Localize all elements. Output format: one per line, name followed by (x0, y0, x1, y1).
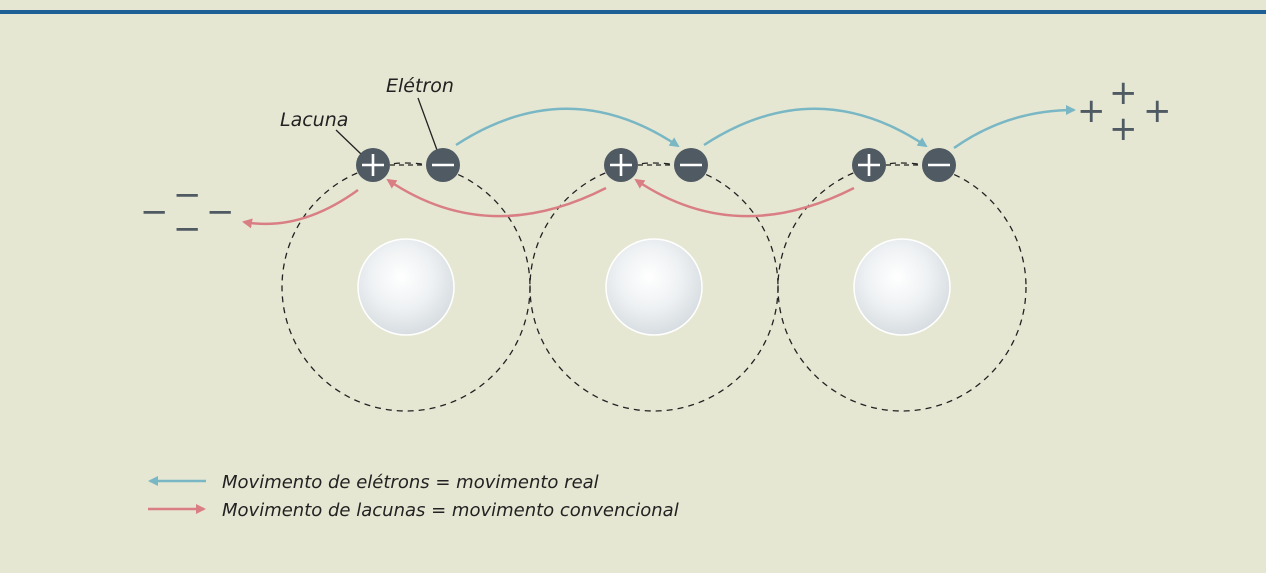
legend-electron-row: Movimento de elétrons = movimento real (148, 472, 599, 493)
electron-1 (426, 148, 460, 182)
label-pointers (335, 97, 438, 155)
hole-arrows (242, 178, 855, 229)
nucleus-2 (605, 238, 703, 336)
plus-sign-1: + (1077, 91, 1106, 131)
hole-arrow-3 (634, 178, 855, 218)
orbits (281, 162, 1027, 412)
plus-sign-2: + (1109, 73, 1138, 113)
minus-sign-3: − (173, 209, 202, 249)
minus-sign-2: − (173, 175, 202, 215)
negative-charges: − − − − (140, 175, 235, 249)
electron-arrow-1 (455, 107, 680, 148)
plus-sign-4: + (1143, 91, 1172, 131)
electron-label-pointer (417, 97, 438, 151)
electrons (426, 148, 956, 182)
hole-3 (852, 148, 886, 182)
nuclei (357, 238, 951, 336)
nucleus-1 (357, 238, 455, 336)
electron-3 (922, 148, 956, 182)
electron-arrows (455, 105, 1076, 150)
electron-arrow-2 (703, 107, 928, 148)
legend: Movimento de elétrons = movimento real M… (148, 472, 679, 521)
electron-arrow-3 (953, 105, 1076, 150)
minus-sign-4: − (206, 192, 235, 232)
legend-hole-text: Movimento de lacunas = movimento convenc… (222, 500, 679, 521)
minus-sign-1: − (140, 192, 169, 232)
hole-arrow-1 (242, 188, 359, 229)
plus-sign-3: + (1109, 109, 1138, 149)
orbit-3 (777, 162, 1027, 412)
hole-2 (604, 148, 638, 182)
legend-hole-row: Movimento de lacunas = movimento convenc… (148, 500, 679, 521)
top-rule (0, 10, 1266, 14)
legend-electron-text: Movimento de elétrons = movimento real (222, 472, 599, 493)
electron-label: Elétron (386, 75, 454, 97)
hole-1 (356, 148, 390, 182)
electron-2 (674, 148, 708, 182)
hole-label-pointer (335, 129, 362, 155)
nucleus-3 (853, 238, 951, 336)
positive-charges: + + + + (1077, 73, 1172, 149)
holes (356, 148, 886, 182)
hole-label: Lacuna (280, 109, 348, 131)
hole-arrow-2 (386, 178, 607, 218)
